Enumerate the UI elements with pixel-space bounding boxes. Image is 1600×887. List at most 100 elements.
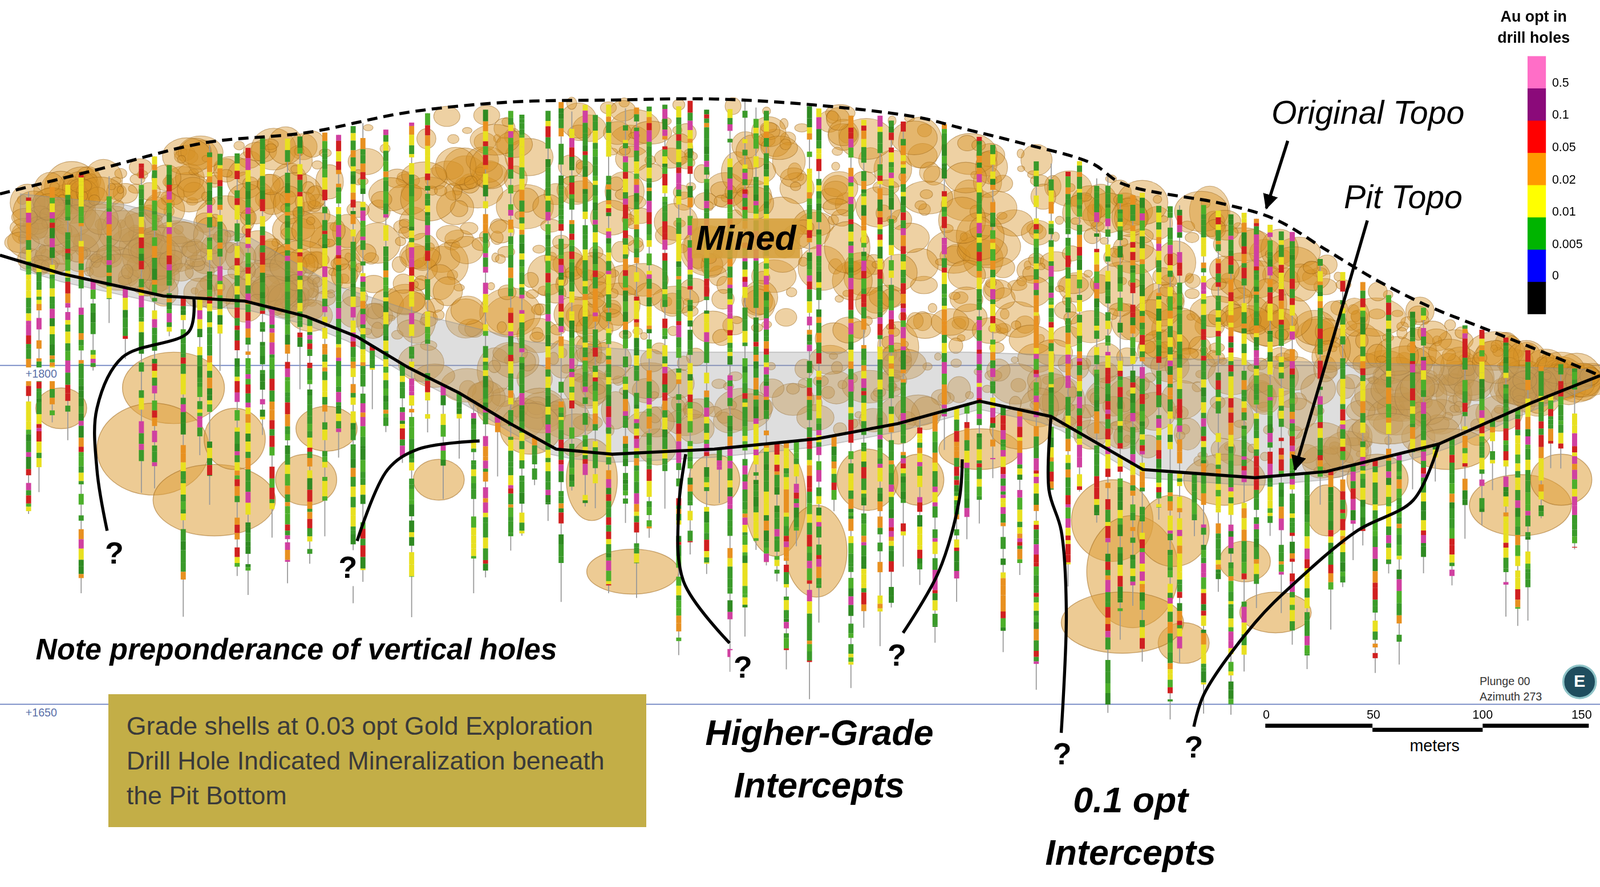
assay-interval [197, 416, 203, 420]
assay-interval [245, 502, 251, 515]
grade-shell [602, 303, 621, 315]
assay-interval [245, 244, 251, 249]
assay-interval [26, 483, 32, 491]
assay-interval [207, 176, 213, 183]
assay-interval [26, 506, 32, 512]
assay-interval [78, 472, 84, 482]
assay-interval [180, 343, 186, 354]
grade-shell [872, 179, 899, 196]
assay-interval [197, 298, 203, 311]
assay-interval [138, 211, 144, 217]
grade-shell [523, 272, 539, 288]
assay-interval [26, 274, 32, 281]
assay-interval [138, 168, 144, 179]
assay-interval [78, 420, 84, 427]
assay-interval [90, 322, 96, 335]
assay-interval [49, 379, 55, 390]
assay-interval [207, 289, 213, 297]
assay-interval [245, 263, 251, 268]
grade-shell [1303, 261, 1321, 274]
grade-shell [526, 289, 539, 299]
grade-shell [743, 280, 779, 315]
assay-interval [285, 299, 291, 311]
assay-interval [65, 248, 71, 254]
assay-interval [197, 386, 203, 398]
assay-interval [138, 278, 144, 288]
assay-interval [78, 307, 84, 315]
assay-interval [180, 397, 186, 404]
assay-interval [245, 469, 251, 482]
assay-interval [180, 444, 186, 453]
assay-interval [151, 370, 157, 378]
assay-interval [260, 150, 266, 160]
assay-interval [151, 417, 157, 427]
grade-shell [576, 256, 607, 281]
assay-interval [49, 308, 55, 319]
assay-interval [269, 314, 275, 325]
assay-interval [49, 326, 55, 335]
assay-interval [106, 286, 112, 298]
grade-shell [1184, 288, 1200, 299]
assay-interval [245, 328, 251, 338]
grade-shell [890, 120, 938, 155]
assay-interval [138, 317, 144, 322]
assay-interval [234, 392, 240, 403]
assay-interval [78, 181, 84, 185]
grade-shell [265, 143, 277, 153]
assay-interval [49, 355, 55, 359]
grade-shell [1011, 275, 1052, 307]
assay-interval [65, 343, 71, 351]
assay-interval [138, 233, 144, 238]
assay-interval [180, 309, 186, 315]
assay-interval [269, 447, 275, 456]
assay-interval [217, 196, 223, 200]
assay-interval [217, 266, 223, 270]
assay-interval [285, 542, 291, 550]
assay-interval [122, 327, 128, 336]
assay-interval [180, 422, 186, 435]
assay-interval [245, 526, 251, 533]
grade-shell [798, 257, 809, 267]
assay-interval [307, 339, 313, 344]
assay-interval [234, 205, 240, 209]
drill-hole [285, 138, 291, 583]
assay-interval [217, 180, 223, 187]
assay-interval [26, 234, 32, 241]
assay-interval [166, 298, 172, 303]
assay-interval [260, 235, 266, 246]
assay-interval [26, 421, 32, 431]
assay-interval [90, 289, 96, 299]
assay-interval [151, 214, 157, 220]
assay-interval [234, 153, 240, 164]
assay-interval [217, 229, 223, 238]
grade-shell [497, 321, 508, 333]
assay-interval [245, 564, 251, 568]
assay-interval [207, 311, 213, 323]
assay-interval [234, 307, 240, 318]
assay-interval [197, 346, 203, 356]
assay-interval [180, 494, 186, 502]
assay-interval [245, 378, 251, 385]
drill-hole [166, 164, 172, 336]
assay-interval [65, 360, 71, 373]
assay-interval [207, 441, 213, 448]
assay-interval [260, 264, 266, 273]
assay-interval [36, 358, 42, 362]
assay-interval [285, 324, 291, 335]
assay-interval [180, 471, 186, 480]
assay-interval [234, 462, 240, 471]
assay-interval [180, 306, 186, 311]
assay-interval [307, 404, 313, 416]
assay-interval [36, 441, 42, 453]
assay-interval [260, 370, 266, 374]
assay-interval [260, 346, 266, 356]
assay-interval [285, 434, 291, 441]
assay-interval [245, 273, 251, 286]
assay-interval [234, 431, 240, 444]
assay-interval [151, 257, 157, 269]
assay-interval [245, 358, 251, 370]
assay-interval [151, 377, 157, 386]
assay-interval [245, 224, 251, 229]
assay-interval [166, 244, 172, 256]
assay-interval [49, 318, 55, 327]
